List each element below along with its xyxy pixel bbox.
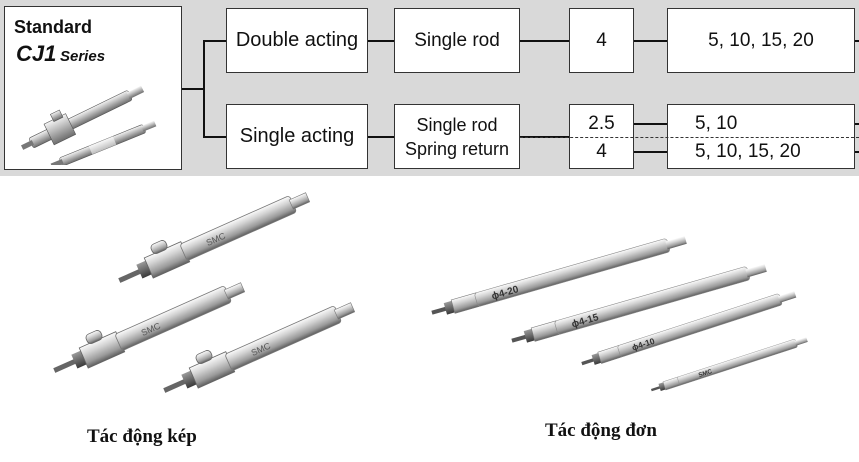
- single-cylinder-1-marking: ϕ4-20: [490, 284, 520, 302]
- double-stroke-values: 5, 10, 15, 20: [708, 29, 814, 51]
- series-word: Series: [60, 48, 106, 65]
- connector-to-double: [203, 40, 227, 42]
- single-acting-caption: Tác động đơn: [545, 420, 657, 441]
- cylinder-photo-icon: [21, 85, 157, 165]
- series-box: Standard CJ1 Series: [4, 6, 182, 170]
- connector-single-stroke-lower: [634, 151, 668, 153]
- single-rod-label: Single rod: [416, 114, 498, 135]
- connector-single-right-upper: [855, 123, 859, 125]
- bore-divider: [520, 137, 859, 138]
- double-bore-box: 4: [569, 8, 634, 73]
- cylinder-photos: SMC ϕ4-20 ϕ4-15 ϕ4-10 SMC: [45, 178, 809, 402]
- double-bore-value: 4: [596, 29, 607, 51]
- connector-single-stroke-upper: [634, 123, 668, 125]
- series-standard-label: Standard: [14, 17, 93, 37]
- selection-chart: Standard CJ1 Series: [0, 0, 859, 176]
- single-bore-value-1: 2.5: [588, 113, 615, 134]
- single-acting-box: Single acting: [226, 104, 368, 169]
- single-stroke-values-2: 5, 10, 15, 20: [695, 141, 801, 162]
- single-stroke-box: 5, 10 5, 10, 15, 20: [667, 104, 855, 169]
- connector-double-bore: [520, 40, 570, 42]
- single-cylinder-4-marking: SMC: [698, 368, 714, 379]
- connector-single-rod: [368, 136, 395, 138]
- connector-single-right-lower: [855, 151, 859, 153]
- connector-vertical: [203, 40, 205, 138]
- double-acting-box: Double acting: [226, 8, 368, 73]
- single-acting-label: Single acting: [239, 125, 355, 147]
- single-rod-box: Single rod Spring return: [394, 104, 520, 169]
- double-rod-label: Single rod: [414, 29, 500, 51]
- connector-double-right: [855, 40, 859, 42]
- connector-to-single: [203, 136, 227, 138]
- single-stroke-values-1: 5, 10: [695, 113, 738, 134]
- single-cylinder-2-marking: ϕ4-15: [570, 312, 600, 330]
- double-acting-caption: Tác động kép: [87, 426, 197, 447]
- connector-double-stroke: [634, 40, 668, 42]
- single-cylinder-4: SMC: [649, 335, 809, 395]
- double-stroke-box: 5, 10, 15, 20: [667, 8, 855, 73]
- single-bore-value-2: 4: [596, 141, 607, 162]
- double-rod-box: Single rod: [394, 8, 520, 73]
- connector-double-rod: [368, 40, 395, 42]
- connector-trunk: [182, 88, 204, 90]
- double-cylinder-1: [110, 178, 313, 292]
- double-acting-label: Double acting: [235, 29, 359, 51]
- spring-return-label: Spring return: [404, 138, 510, 159]
- single-bore-box: 2.5 4: [569, 104, 634, 169]
- series-code: CJ1: [16, 41, 57, 66]
